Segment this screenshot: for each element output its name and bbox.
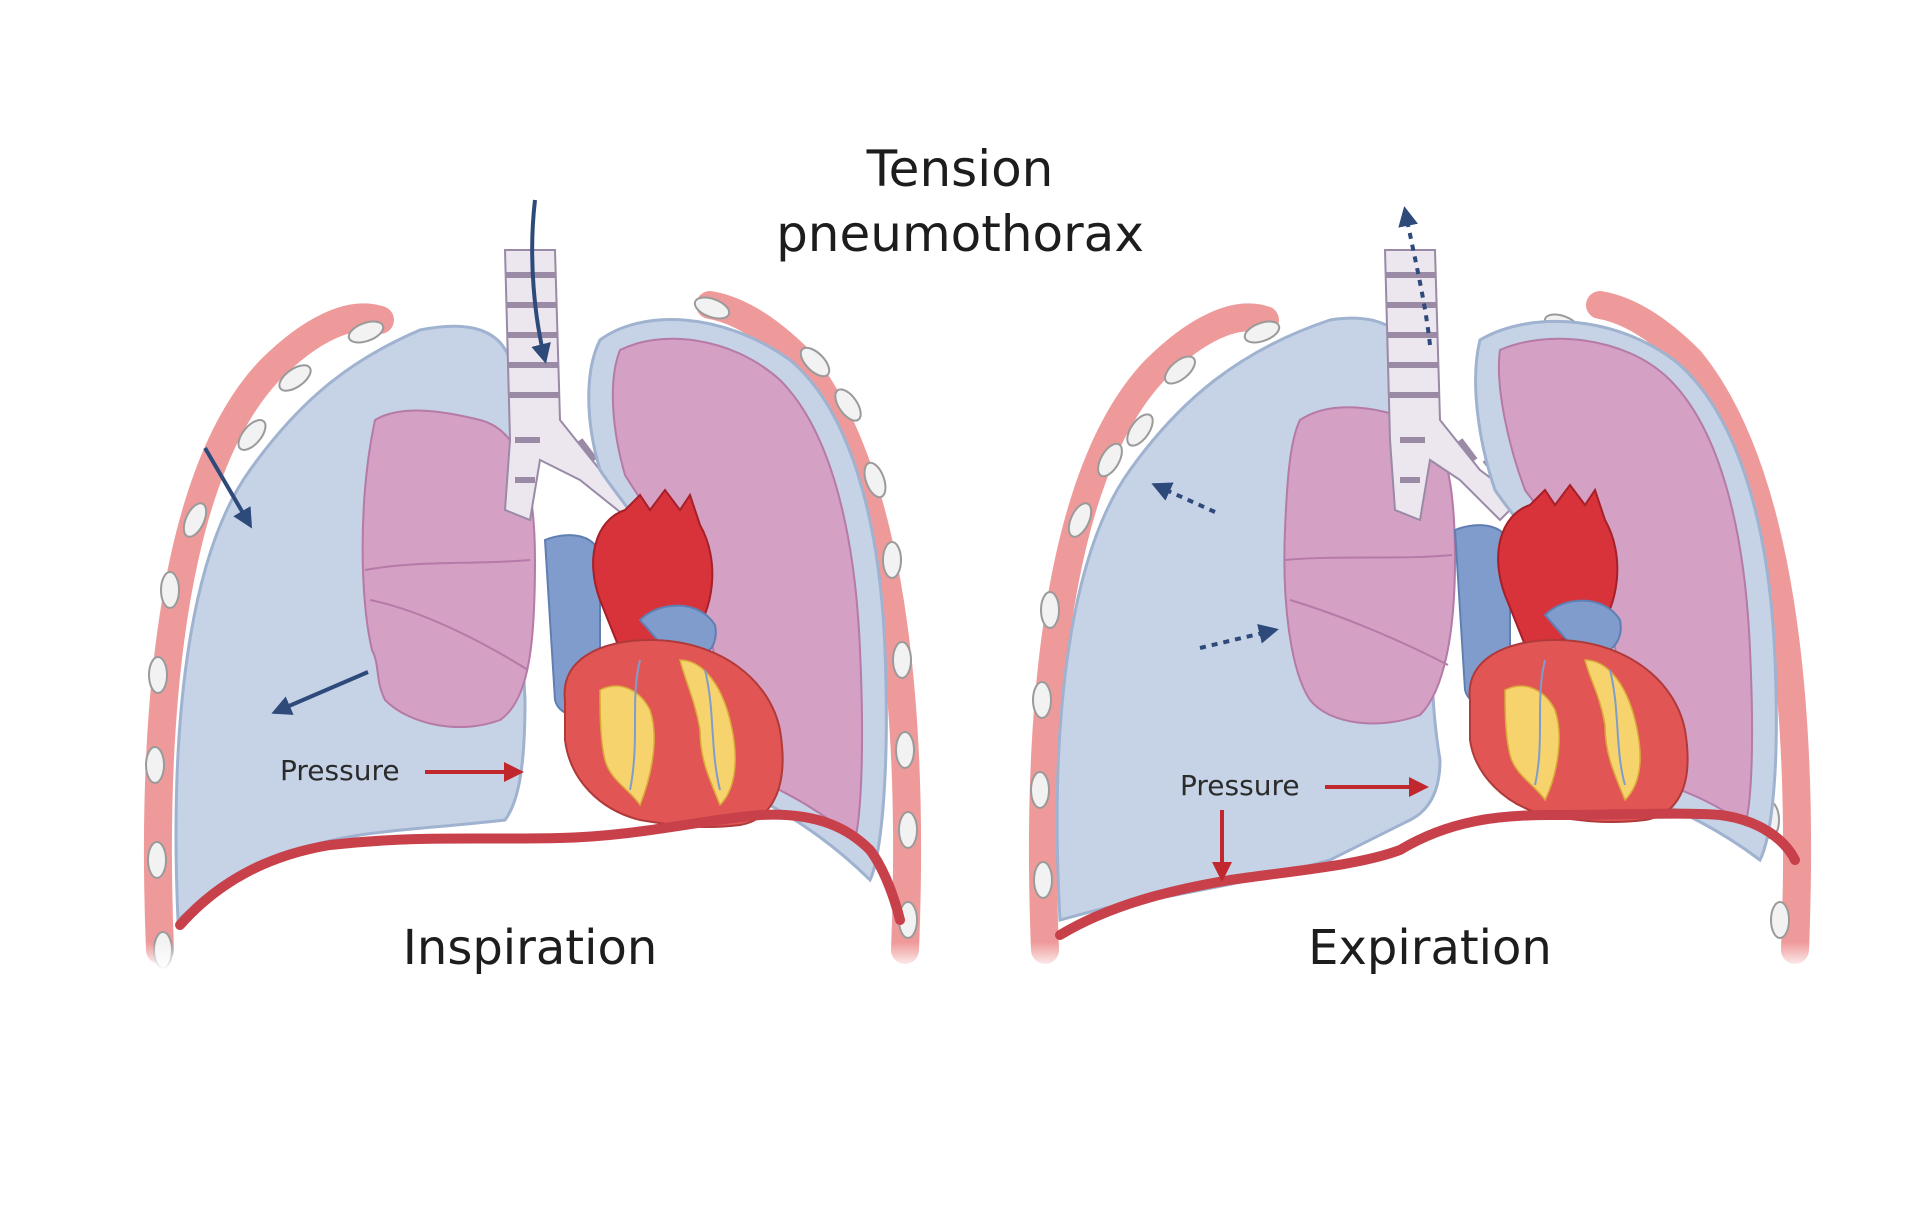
expiration-caption: Expiration <box>1308 920 1552 976</box>
inflow-arrow-trachea <box>530 199 551 364</box>
diagram-title-line-1: Tension <box>866 140 1054 198</box>
expiration-panel: Pressure <box>1020 206 1820 970</box>
outflow-arrow-trachea <box>1398 206 1432 346</box>
pressure-label: Pressure <box>1180 769 1300 802</box>
diagram-title-line-2: pneumothorax <box>776 205 1144 263</box>
diaphragm <box>175 809 905 930</box>
leak-arrow-lung <box>1199 624 1279 650</box>
inflow-arrow-chest-wall <box>203 446 253 529</box>
chest-wall-right <box>1586 291 1812 964</box>
inspiration-caption: Inspiration <box>402 920 658 976</box>
trachea <box>1383 249 1522 522</box>
inspiration-panel: Pressure <box>130 199 930 970</box>
pressure-label: Pressure <box>280 754 400 787</box>
leak-arrow-lung <box>271 670 369 715</box>
